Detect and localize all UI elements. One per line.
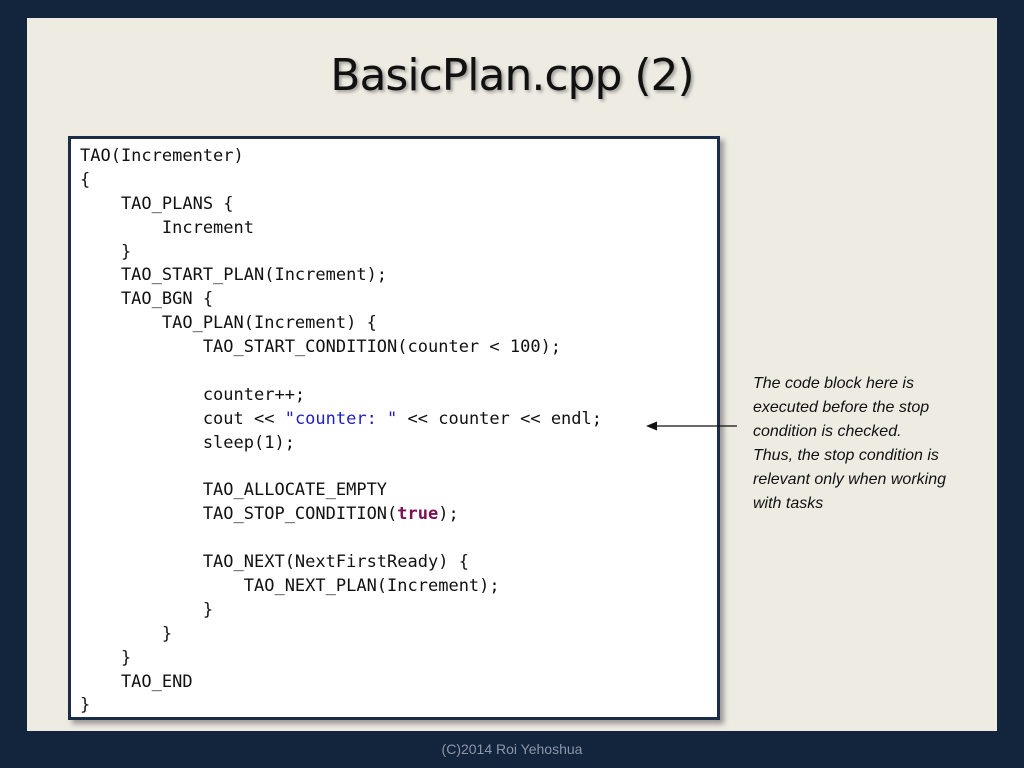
code-text: { <box>80 169 91 190</box>
code-text: } <box>80 695 91 716</box>
code-keyword: true <box>397 504 439 525</box>
code-line: TAO(Incrementer) <box>80 145 717 169</box>
footer-copyright: (C)2014 Roi Yehoshua <box>441 741 583 757</box>
code-line: } <box>80 694 717 717</box>
code-text: ); <box>438 504 459 525</box>
code-line: } <box>80 647 717 671</box>
code-text: TAO_END <box>80 671 193 692</box>
code-text: } <box>80 623 173 644</box>
code-block: TAO(Incrementer){ TAO_PLANS { Increment … <box>68 136 720 720</box>
code-line: counter++; <box>80 384 717 408</box>
left-arrow-icon <box>646 421 737 431</box>
annotation-line: The code block here is <box>753 375 914 392</box>
code-text: TAO_NEXT_PLAN(Increment); <box>80 576 500 597</box>
annotation-line: executed before the stop <box>753 399 930 416</box>
code-line: TAO_START_CONDITION(counter < 100); <box>80 336 717 360</box>
code-text: TAO_PLAN(Increment) { <box>80 313 377 334</box>
annotation-line: with tasks <box>753 495 824 512</box>
code-text: TAO_ALLOCATE_EMPTY <box>80 480 388 501</box>
code-line: } <box>80 599 717 623</box>
code-text: } <box>80 599 214 620</box>
code-string-literal: "counter: " <box>284 408 398 429</box>
code-text: } <box>80 241 132 262</box>
code-text: TAO_STOP_CONDITION( <box>80 504 398 525</box>
code-text: } <box>80 647 132 668</box>
code-text: TAO(Incrementer) <box>80 146 244 166</box>
code-text: sleep(1); <box>80 432 295 453</box>
code-text: Increment <box>80 217 254 238</box>
code-text: TAO_BGN { <box>80 289 214 310</box>
code-line: } <box>80 241 717 265</box>
code-line <box>80 360 717 384</box>
annotation-note: The code block here is executed before th… <box>753 372 1003 516</box>
code-line: TAO_PLANS { <box>80 193 717 217</box>
code-text: TAO_START_CONDITION(counter < 100); <box>80 337 562 358</box>
code-line: cout << "counter: " << counter << endl; <box>80 408 717 432</box>
code-text: TAO_START_PLAN(Increment); <box>80 265 388 286</box>
code-line: TAO_START_PLAN(Increment); <box>80 264 717 288</box>
code-text: TAO_NEXT(NextFirstReady) { <box>80 552 469 573</box>
code-line <box>80 456 717 480</box>
slide-title: BasicPlan.cpp (2) <box>330 50 694 101</box>
code-line: TAO_PLAN(Increment) { <box>80 312 717 336</box>
code-line: Increment <box>80 217 717 241</box>
code-line: TAO_END <box>80 671 717 695</box>
code-line <box>80 527 717 551</box>
code-line: TAO_NEXT(NextFirstReady) { <box>80 551 717 575</box>
annotation-line: relevant only when working <box>753 471 946 488</box>
code-line: sleep(1); <box>80 432 717 456</box>
annotation-line: Thus, the stop condition is <box>753 447 939 464</box>
code-text: TAO_PLANS { <box>80 193 234 214</box>
code-text: cout << <box>80 408 285 429</box>
code-line: } <box>80 623 717 647</box>
code-line: TAO_ALLOCATE_EMPTY <box>80 479 717 503</box>
code-text: << counter << endl; <box>397 408 602 429</box>
code-text: counter++; <box>80 384 306 405</box>
code-line: TAO_NEXT_PLAN(Increment); <box>80 575 717 599</box>
code-line: TAO_BGN { <box>80 288 717 312</box>
code-line: TAO_STOP_CONDITION(true); <box>80 503 717 527</box>
code-line: { <box>80 169 717 193</box>
annotation-line: condition is checked. <box>753 423 902 440</box>
